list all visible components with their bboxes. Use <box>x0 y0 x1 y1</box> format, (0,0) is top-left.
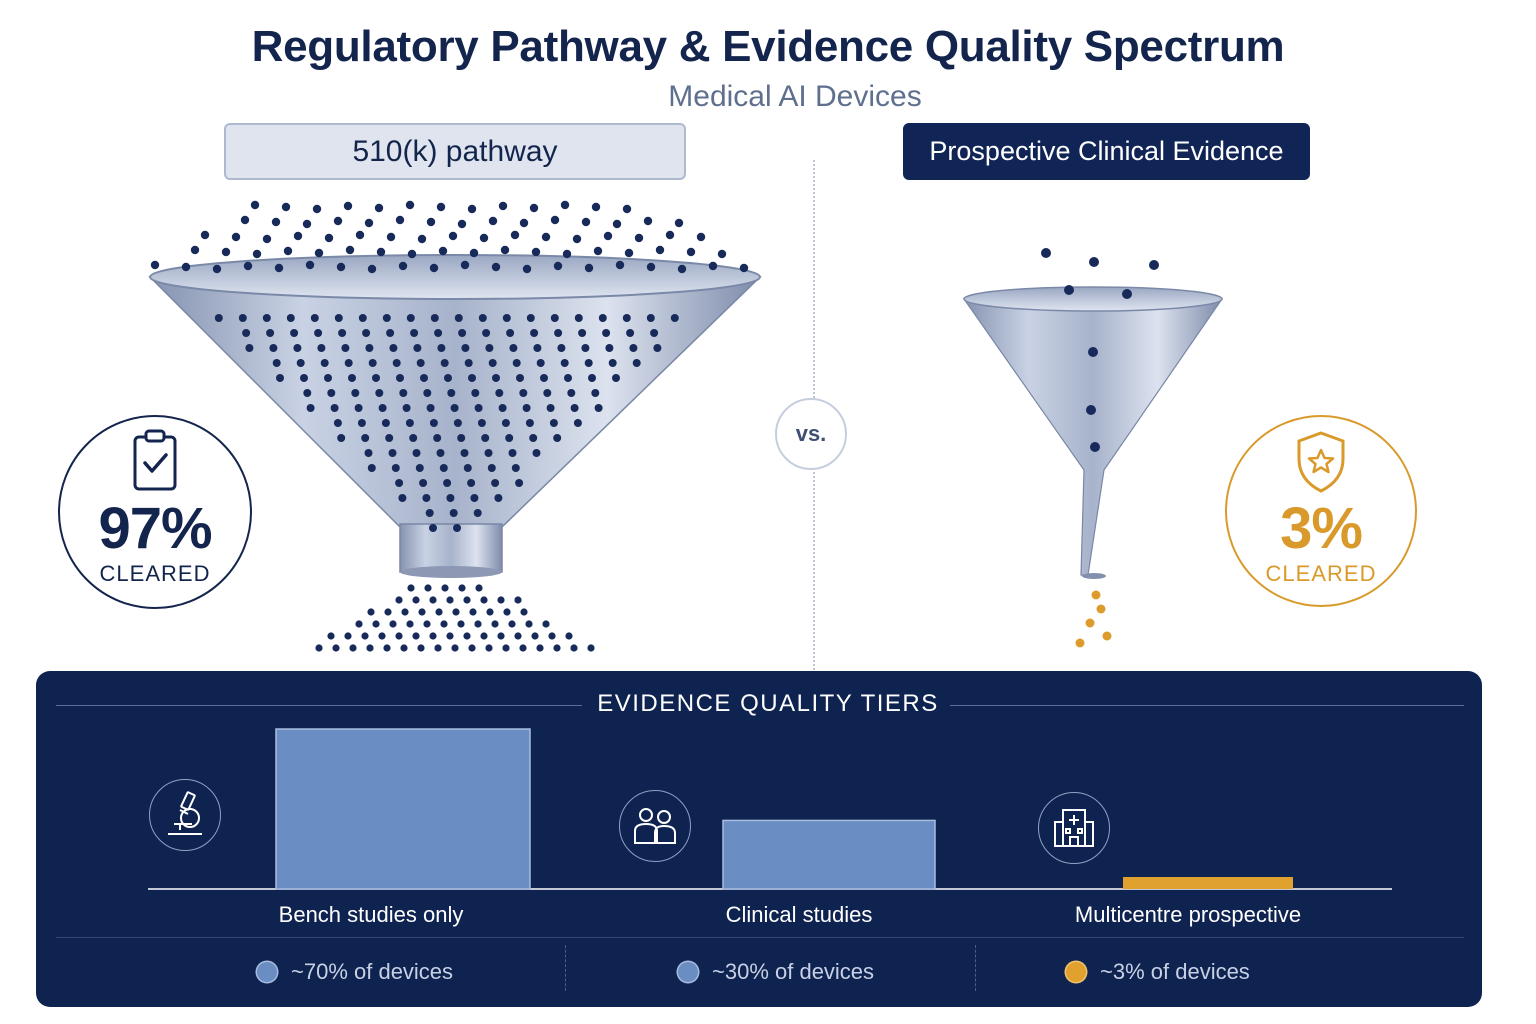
shield-star-icon <box>1297 431 1345 493</box>
title-rule-left <box>56 705 582 706</box>
legend-separator <box>565 945 566 991</box>
vs-badge: vs. <box>775 398 847 470</box>
page-title: Regulatory Pathway & Evidence Quality Sp… <box>251 22 1285 71</box>
hospital-icon <box>1038 792 1110 864</box>
large-funnel <box>148 200 762 652</box>
tier-label-bench: Bench studies only <box>278 902 464 927</box>
bar-multicentre <box>1123 877 1293 889</box>
page-subtitle: Medical AI Devices <box>668 80 922 113</box>
legend-item-bench: ~70% of devices <box>257 958 453 986</box>
bar-bench <box>275 728 531 890</box>
legend-text: ~30% of devices <box>712 959 875 984</box>
legend-text: ~3% of devices <box>1100 959 1250 984</box>
bar-clinical <box>722 819 936 890</box>
tier-label-multicentre: Multicentre prospective <box>1074 902 1302 927</box>
legend-item-clinical: ~30% of devices <box>678 958 874 986</box>
legend-separator <box>975 945 976 991</box>
legend-dot <box>678 962 698 982</box>
small-funnel <box>962 248 1224 648</box>
people-icon <box>619 790 691 862</box>
funnel-illustrations <box>148 200 1224 652</box>
chart-title: EVIDENCE QUALITY TIERS <box>597 690 939 717</box>
stat-caption: CLEARED <box>1265 561 1377 586</box>
clipboard-check-icon <box>133 429 177 491</box>
microscope-icon <box>149 779 221 851</box>
legend-dot <box>1066 962 1086 982</box>
stat-value: 97% <box>98 496 212 561</box>
prospective-evidence-label: Prospective Clinical Evidence <box>903 123 1310 180</box>
stat-caption: CLEARED <box>99 561 211 586</box>
legend-dot <box>257 962 277 982</box>
legend-text: ~70% of devices <box>291 959 454 984</box>
title-rule-right <box>950 705 1464 706</box>
legend-divider <box>56 937 1464 938</box>
stat-510k-cleared: 97% CLEARED <box>58 415 252 609</box>
stat-prospective-cleared: 3% CLEARED <box>1225 415 1417 607</box>
stat-value: 3% <box>1280 496 1363 561</box>
legend-item-multicentre: ~3% of devices <box>1066 958 1250 986</box>
tier-label-clinical: Clinical studies <box>725 902 873 927</box>
pathway-510k-label: 510(k) pathway <box>224 123 686 180</box>
